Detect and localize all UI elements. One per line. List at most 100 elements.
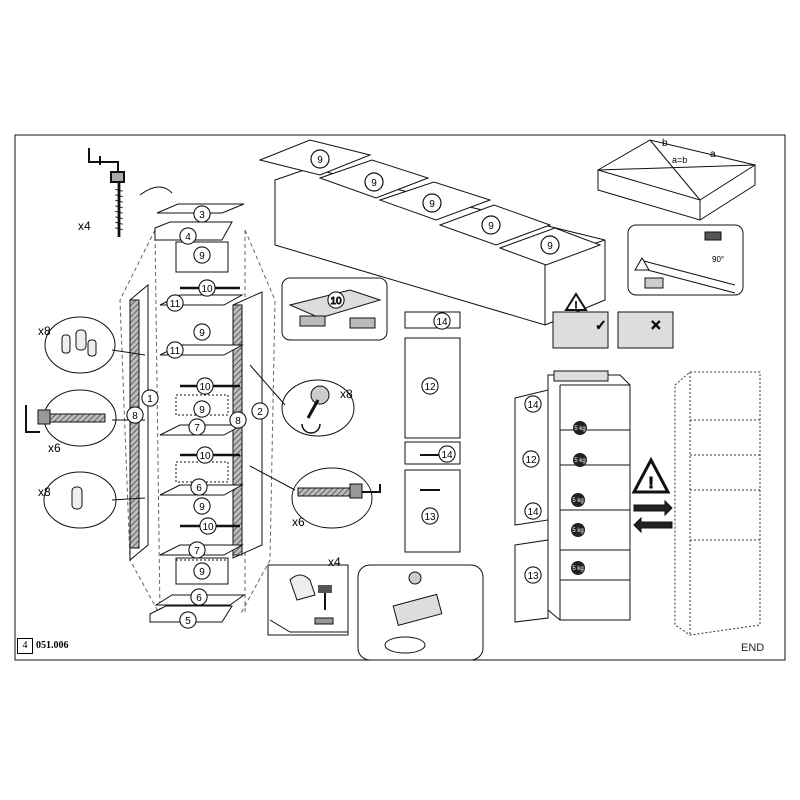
hammer-icon	[318, 585, 332, 593]
part-labels-cabinet: 14 12 14 13	[522, 395, 542, 584]
qty-dowels-bottom: x8	[38, 485, 51, 499]
qty-hammer-nails: x4	[328, 555, 341, 569]
warning-icon	[634, 257, 650, 271]
part-label: 8	[132, 411, 138, 422]
callout-screw	[139, 186, 173, 196]
part-label: 9	[488, 221, 494, 232]
part-label: 14	[436, 317, 448, 328]
dowel-icon	[75, 329, 87, 351]
nailing-detail	[627, 224, 744, 296]
edge-strip-right	[232, 304, 243, 556]
fixed-cabinet-outline	[674, 371, 761, 636]
part-label: 10	[201, 284, 213, 295]
swap-arrow-icon	[633, 516, 673, 534]
screw-icon	[408, 571, 422, 585]
part-label: 9	[199, 405, 205, 416]
page-number: 4	[17, 638, 33, 654]
weight-icon	[573, 421, 587, 435]
part-label: 7	[194, 423, 200, 434]
part-label: 10	[202, 522, 214, 533]
edge-strip-left	[129, 299, 140, 549]
part-label: 5	[185, 616, 191, 627]
part-label: 13	[424, 512, 436, 523]
level-wrong-icon	[617, 311, 674, 349]
wall-fix-warning: !	[631, 456, 673, 534]
part-label: 10	[199, 451, 211, 462]
part-label: 4	[185, 232, 191, 243]
hand-icon	[289, 574, 316, 601]
level-check: ! ✓ ✕	[552, 292, 674, 349]
diagonal-equation: a=b	[672, 155, 687, 165]
part-label: 9	[199, 502, 205, 513]
callout-dowels-top	[44, 316, 146, 374]
crank-screwdriver-top	[88, 148, 125, 237]
level-correct-icon	[552, 311, 609, 349]
part-label: 9	[199, 251, 205, 262]
weight-icon	[573, 453, 587, 467]
part-label: 6	[196, 593, 202, 604]
weight-label: 5 kg	[572, 528, 583, 534]
part-label: 2	[257, 407, 263, 418]
bolt-icon	[297, 487, 354, 497]
swap-arrow-icon	[633, 499, 673, 517]
angle-label: 90°	[712, 255, 724, 264]
part-label: 12	[424, 382, 436, 393]
callout-bolt-left	[25, 389, 145, 447]
part-label: 9	[429, 199, 435, 210]
dowel-icon	[71, 486, 83, 510]
diagonal-label-b: b	[662, 138, 668, 149]
part-label: 3	[199, 210, 205, 221]
cam-lock-icon	[310, 385, 330, 405]
part-label: 12	[525, 455, 537, 466]
part-label: 10	[199, 382, 211, 393]
qty-bolt-right: x6	[292, 515, 305, 529]
hinge-detail	[357, 564, 484, 661]
diagonal-label-a: a	[710, 149, 716, 160]
part-label: 1	[147, 394, 153, 405]
weights: 5 kg 5 kg 5 kg 5 kg 5 kg	[571, 421, 587, 575]
part-label: 6	[196, 483, 202, 494]
part-label: 7	[194, 546, 200, 557]
dowel-icon	[87, 339, 97, 357]
part-labels-top: 9 9 9 9 9	[310, 149, 560, 255]
part-label: 9	[371, 178, 377, 189]
qty-dowels-top: x8	[38, 324, 51, 338]
callout-dowels-bottom	[43, 471, 146, 529]
part-label: 10	[330, 296, 342, 307]
end-label: END	[741, 642, 765, 654]
dowel-icon	[61, 334, 71, 354]
trim-14-top	[404, 311, 461, 329]
qty-cam-lock: x8	[340, 387, 353, 401]
weight-icon	[571, 493, 585, 507]
warning-icon	[564, 292, 588, 311]
part-label: 14	[527, 507, 539, 518]
hinge-icon	[392, 593, 443, 626]
weight-icon	[571, 523, 585, 537]
bolt-icon	[49, 413, 106, 423]
part-label: 13	[527, 571, 539, 582]
warning-icon	[631, 456, 671, 494]
part-label: 14	[441, 450, 453, 461]
weight-label: 5 kg	[574, 426, 585, 432]
callout-cam-lock	[249, 364, 355, 437]
rail-detail-inset: 10	[281, 277, 388, 341]
hammer-icon	[704, 231, 722, 241]
diagonal-check-diagram	[596, 139, 757, 221]
part-label: 11	[170, 346, 181, 357]
part-label: 11	[170, 299, 181, 310]
weight-icon	[571, 561, 585, 575]
svg-text:✕: ✕	[650, 317, 662, 333]
svg-text:!: !	[575, 300, 578, 310]
svg-text:✓: ✓	[595, 317, 607, 333]
document-code: 051.006	[36, 640, 69, 651]
part-label: 14	[527, 400, 539, 411]
qty-screw-crank: x4	[78, 219, 91, 233]
part-label: 9	[199, 328, 205, 339]
part-label: 8	[235, 416, 241, 427]
weight-label: 5 kg	[572, 498, 583, 504]
weight-label: 5 kg	[572, 566, 583, 572]
callout-hammer	[267, 564, 349, 636]
qty-bolt-left: x6	[48, 441, 61, 455]
weight-label: 5 kg	[574, 458, 585, 464]
